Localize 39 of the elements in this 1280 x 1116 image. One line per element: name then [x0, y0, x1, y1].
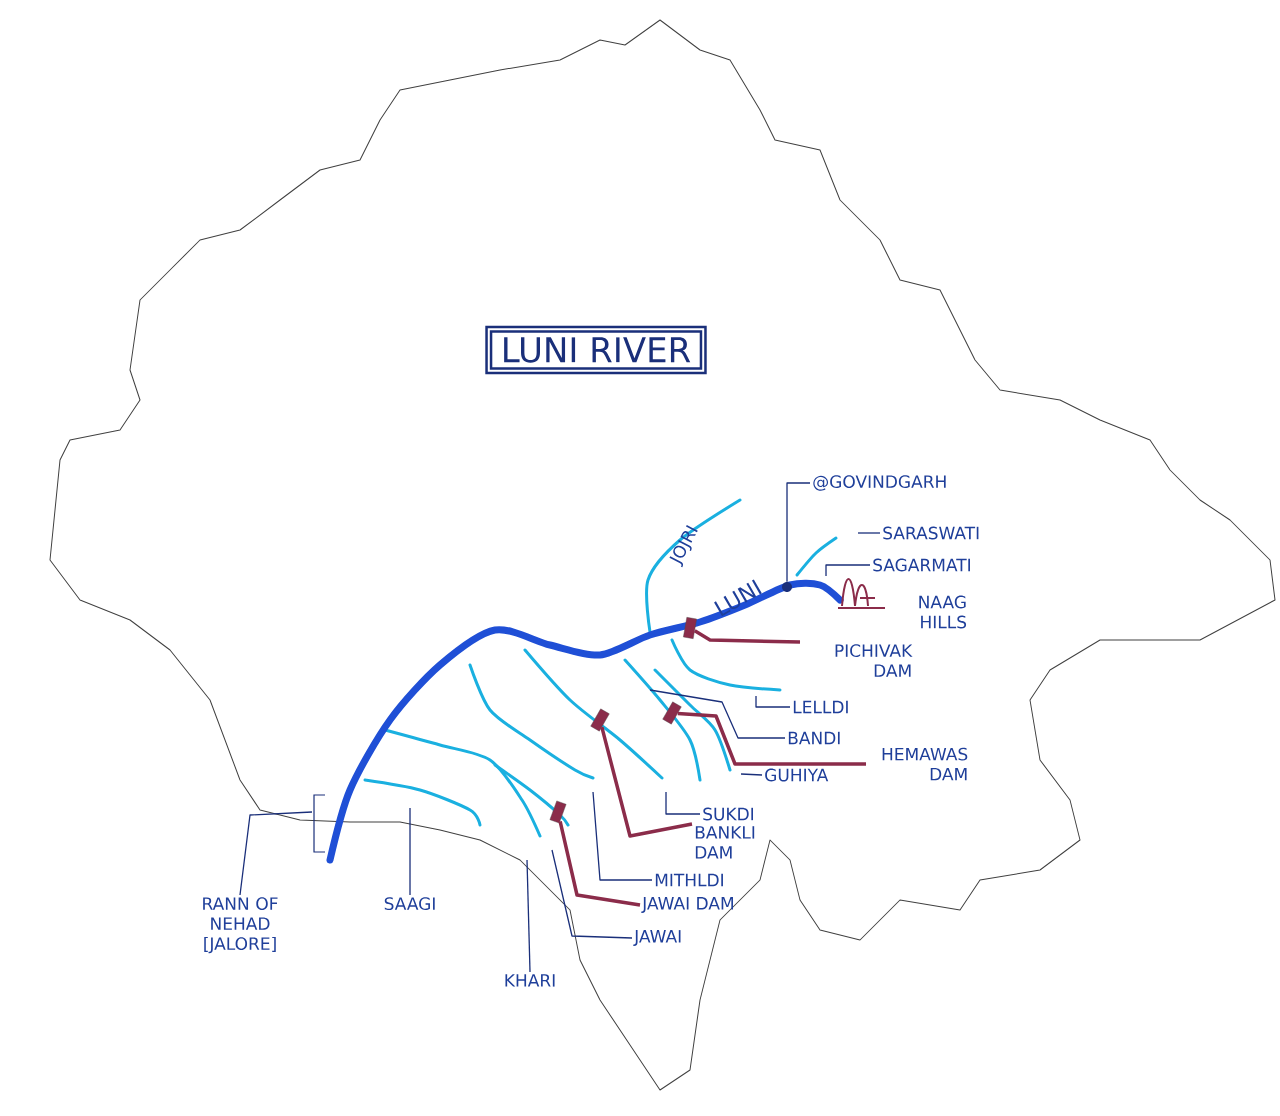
leader-line	[786, 482, 811, 583]
leader-line	[649, 689, 786, 739]
leader-line	[526, 859, 531, 973]
dam-icon	[662, 701, 682, 725]
place-label: JAWAI	[633, 930, 681, 946]
dam-icon	[590, 708, 610, 732]
place-label: SUKDI	[703, 807, 754, 821]
place-label: @GOVINDGARH	[813, 475, 946, 491]
river-label: LUNI	[714, 579, 762, 617]
leader-line	[551, 849, 633, 939]
place-label: HEMAWAS DAM	[882, 747, 968, 781]
leader-line	[409, 807, 411, 896]
leader-line	[693, 629, 801, 644]
leader-line	[592, 791, 653, 881]
place-label: BANDI	[788, 731, 840, 745]
place-label: SAGARMATI	[873, 558, 970, 572]
place-label: MITHLDI	[655, 873, 723, 887]
leader-line	[825, 564, 871, 577]
place-label: JAWAI DAM	[641, 897, 733, 913]
place-label: BANKLI DAM	[695, 826, 755, 859]
leader-line	[755, 695, 791, 708]
hill-label: NAAG HILLS	[919, 595, 967, 629]
place-label: KHARI	[505, 974, 555, 987]
place-label: SAAGI	[384, 897, 435, 911]
dam-icon	[683, 617, 697, 639]
leader-line	[558, 820, 641, 907]
leader-line	[857, 532, 881, 534]
place-label: RANN OF NEHAD [JALORE]	[203, 897, 278, 954]
leader-line	[239, 811, 313, 896]
dam-icon	[549, 800, 567, 824]
leader-line	[665, 791, 701, 815]
leader-line	[740, 773, 763, 776]
leader-line	[677, 711, 866, 766]
leader-line	[600, 726, 693, 838]
place-label: SARASWATI	[883, 526, 979, 540]
place-label: LELLDI	[793, 700, 848, 714]
place-label: GUHIYA	[765, 768, 829, 782]
title-box: LUNI RIVER	[485, 325, 707, 375]
place-label: PICHIVAK DAM	[835, 644, 913, 677]
